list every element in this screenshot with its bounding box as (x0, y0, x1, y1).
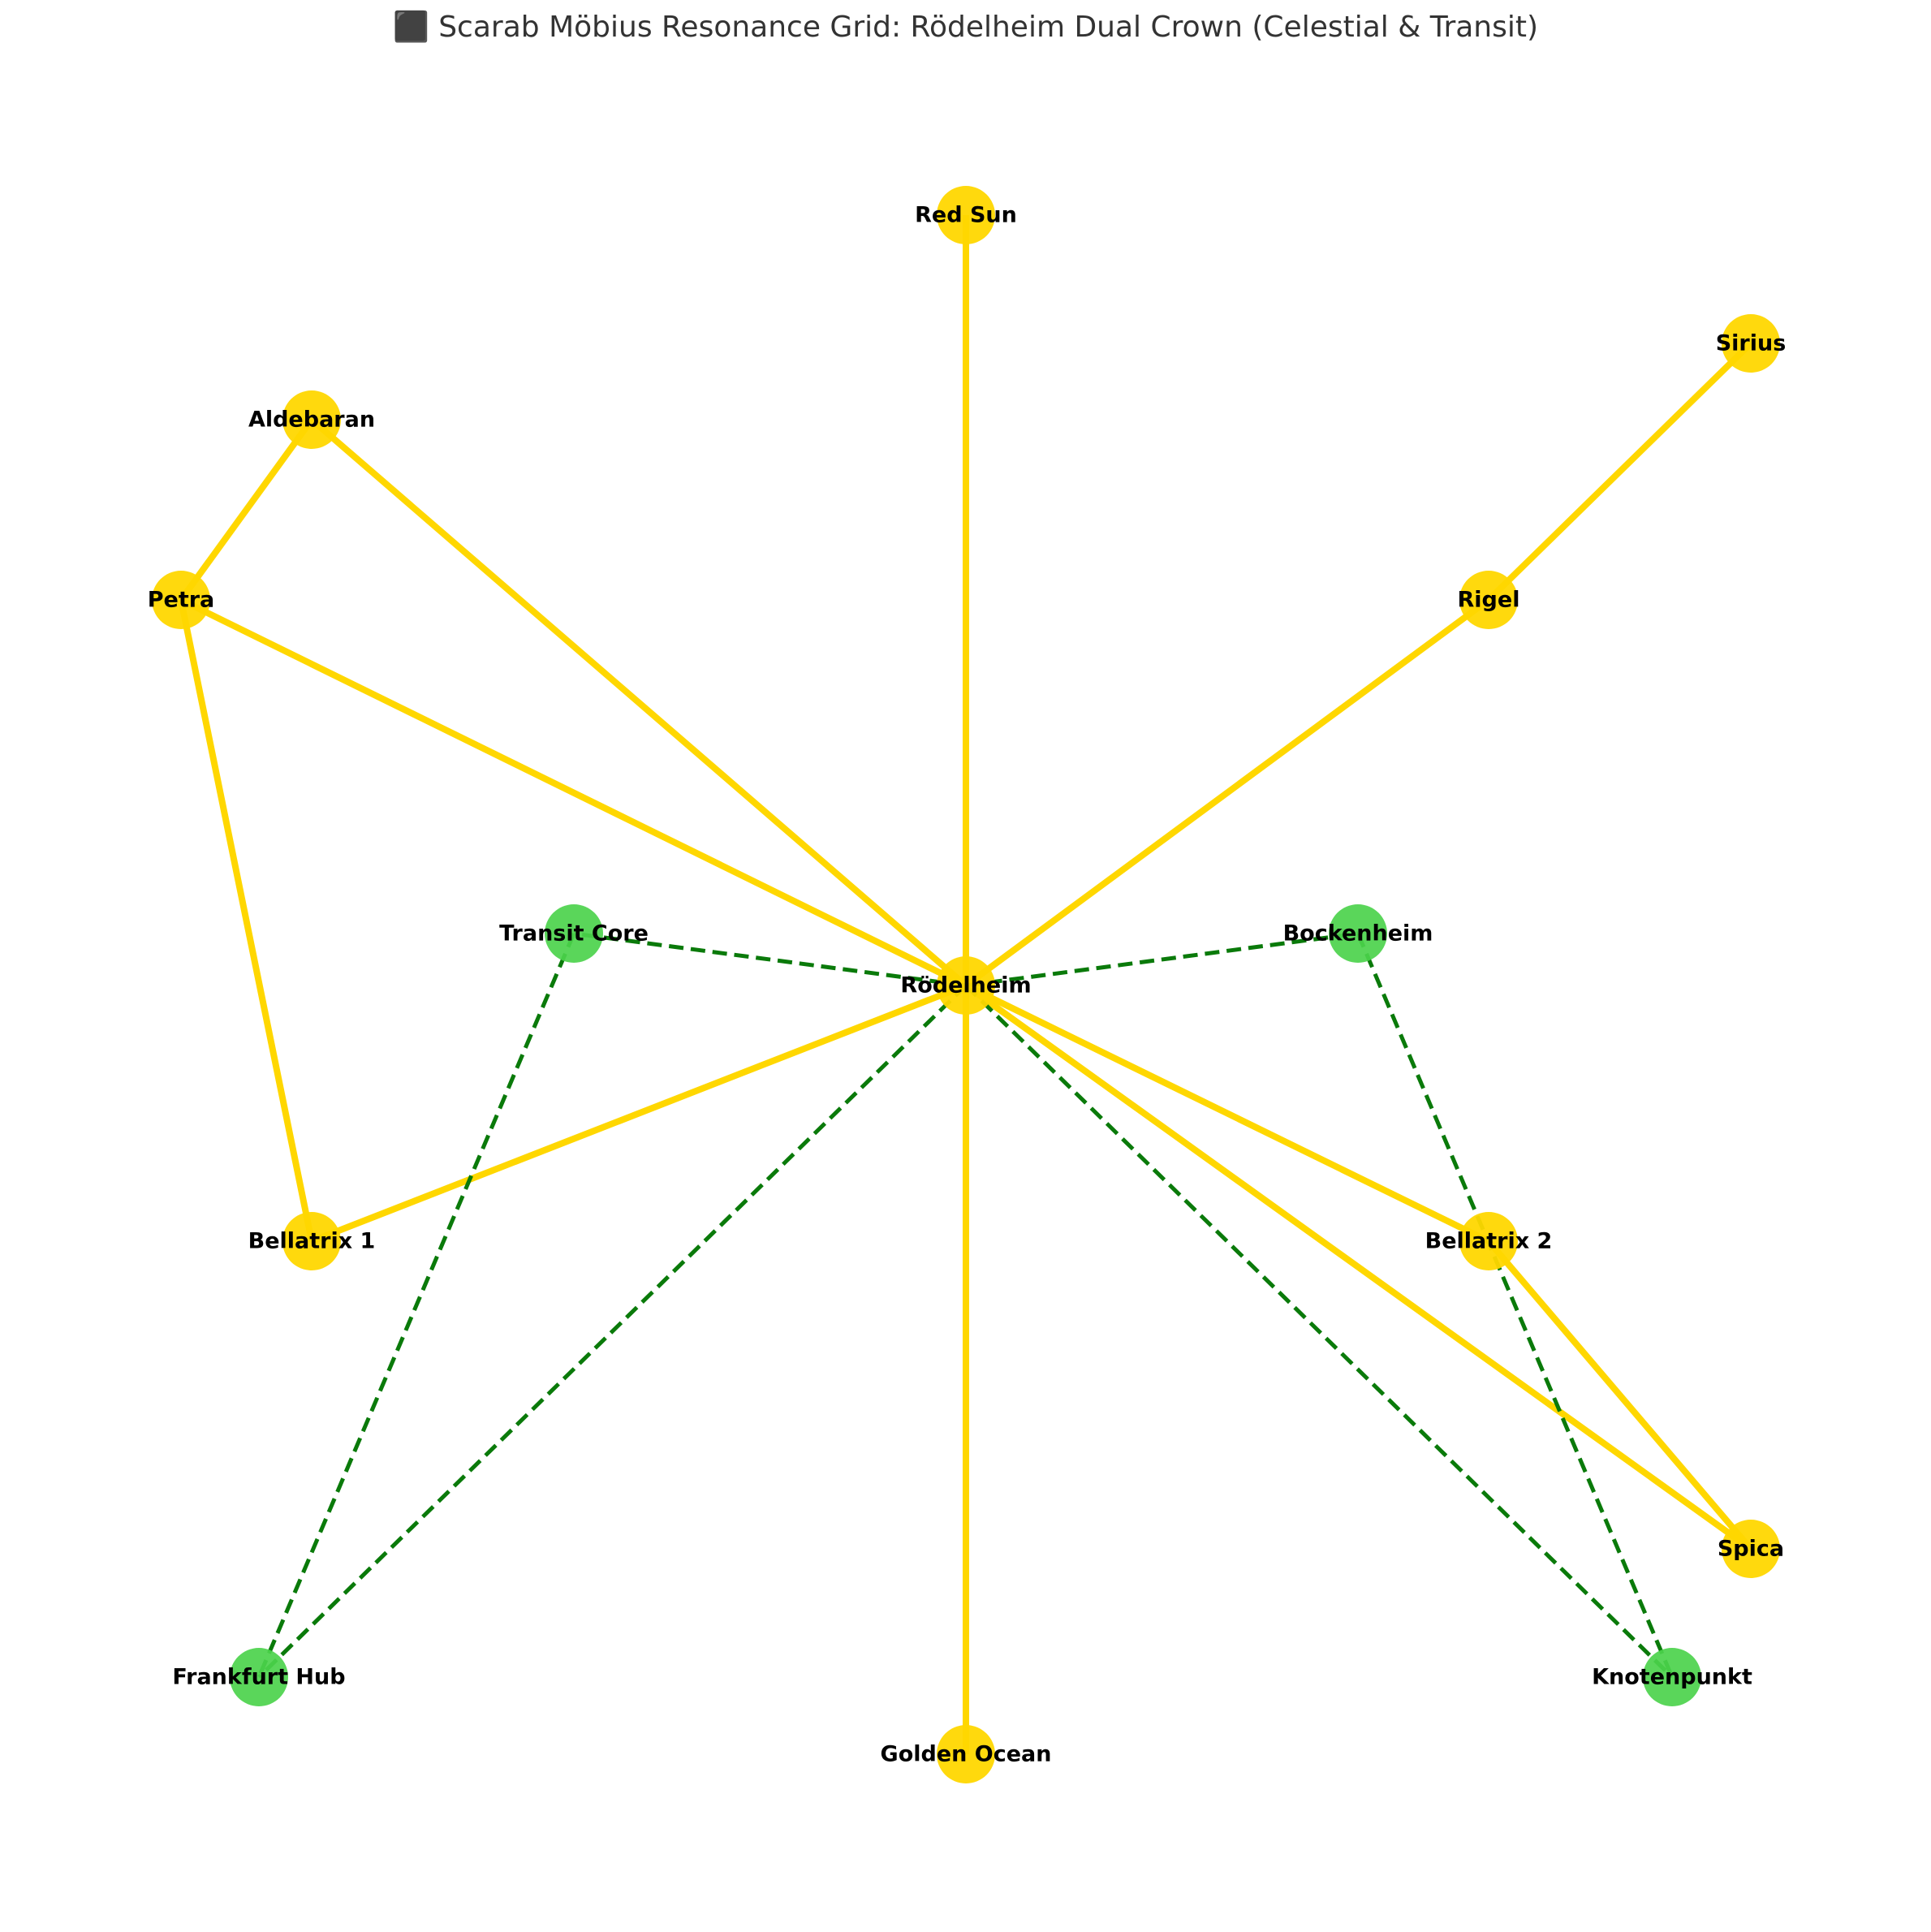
node-transit_core[interactable] (545, 904, 603, 963)
node-label-bellatrix1: Bellatrix 1 (248, 1229, 376, 1254)
node-petra[interactable] (152, 571, 210, 629)
edge-bellatrix2-spica (1485, 1239, 1754, 1551)
edges-layer (178, 215, 1754, 1754)
node-sirius[interactable] (1722, 314, 1780, 373)
edge-rodelheim-spica (963, 982, 1753, 1552)
edge-bockenheim-knotenpunkt (1356, 933, 1675, 1678)
edge-rodelheim-rigel (963, 597, 1491, 989)
edge-rodelheim-bockenheim (965, 931, 1359, 988)
node-label-spica: Spica (1718, 1537, 1784, 1562)
node-bellatrix1[interactable] (282, 1212, 341, 1270)
node-rodelheim[interactable] (937, 956, 995, 1015)
node-label-rigel: Rigel (1458, 588, 1520, 613)
node-label-knotenpunkt: Knotenpunkt (1592, 1665, 1752, 1690)
node-bockenheim[interactable] (1329, 904, 1387, 963)
node-label-red_sun: Red Sun (915, 203, 1017, 228)
node-label-frankfurt_hub: Frankfurt Hub (172, 1665, 345, 1690)
node-label-bockenheim: Bockenheim (1283, 921, 1433, 947)
edge-rigel-sirius (1486, 341, 1753, 602)
node-aldebaran[interactable] (282, 390, 341, 449)
edge-petra-bellatrix1 (178, 599, 315, 1242)
node-label-sirius: Sirius (1716, 331, 1787, 356)
node-label-rodelheim: Rödelheim (900, 973, 1031, 998)
edge-rodelheim-transit_core (573, 931, 967, 988)
node-golden_ocean[interactable] (937, 1725, 995, 1783)
node-spica[interactable] (1722, 1520, 1780, 1578)
edge-rodelheim-bellatrix1 (310, 982, 968, 1244)
node-rigel[interactable] (1459, 571, 1518, 629)
node-label-petra: Petra (148, 588, 215, 613)
node-label-golden_ocean: Golden Ocean (881, 1742, 1052, 1767)
edge-rodelheim-petra (179, 597, 968, 989)
edge-rodelheim-aldebaran (309, 416, 968, 989)
edge-transit_core-frankfurt_hub (256, 933, 576, 1678)
edge-rodelheim-frankfurt_hub (257, 984, 968, 1679)
edge-rodelheim-knotenpunkt (964, 984, 1674, 1679)
edge-rodelheim-bellatrix2 (964, 982, 1490, 1244)
node-label-aldebaran: Aldebaran (248, 408, 375, 433)
node-frankfurt_hub[interactable] (230, 1648, 288, 1706)
node-knotenpunkt[interactable] (1643, 1648, 1701, 1706)
page-title: ⬛ Scarab Möbius Resonance Grid: Rödelhei… (392, 11, 1539, 44)
node-red_sun[interactable] (937, 186, 995, 244)
edge-aldebaran-petra (178, 417, 315, 602)
node-bellatrix2[interactable] (1459, 1212, 1518, 1270)
nodes-layer (152, 186, 1780, 1783)
node-label-transit_core: Transit Core (499, 921, 649, 947)
node-label-bellatrix2: Bellatrix 2 (1425, 1229, 1553, 1254)
